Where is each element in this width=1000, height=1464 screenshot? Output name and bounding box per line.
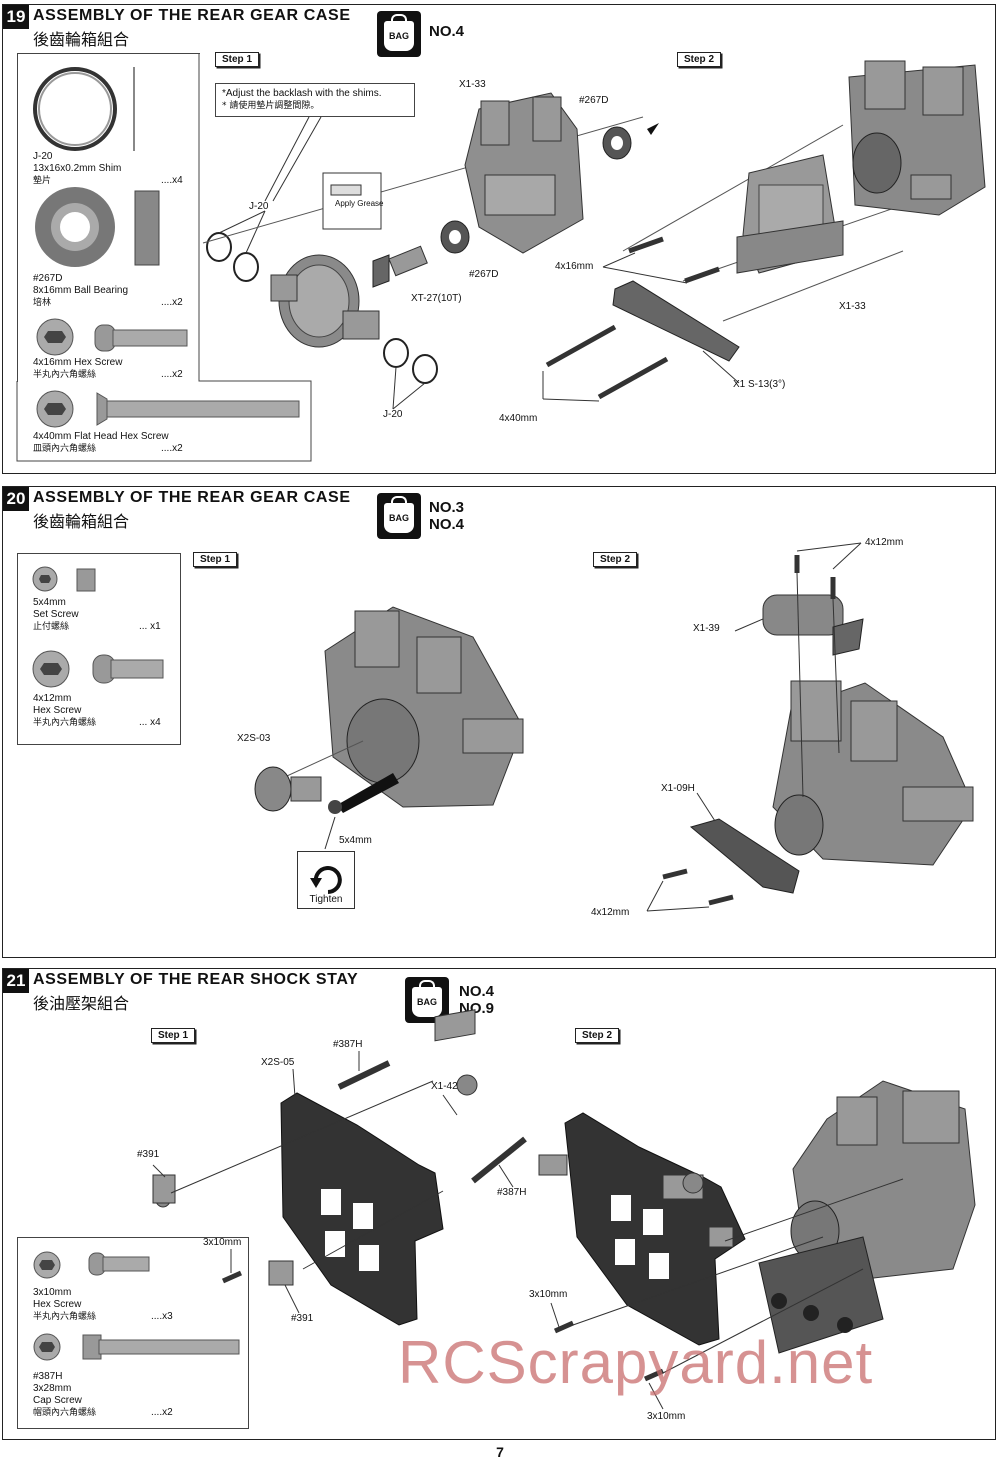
rotate-icon bbox=[310, 866, 342, 894]
label-4x12-bottom: 4x12mm bbox=[591, 907, 630, 918]
label-set-5x4: 5x4mm bbox=[339, 835, 372, 846]
bag-icon: BAG bbox=[377, 493, 421, 539]
label-387h-top: #387H bbox=[333, 1039, 363, 1050]
part-qty: ....x2 bbox=[161, 369, 183, 380]
part-qty: ... x4 bbox=[139, 717, 161, 728]
label-267d-a: #267D bbox=[579, 95, 609, 106]
part-desc: Set Screw bbox=[33, 609, 79, 620]
label-3x10-c: 3x10mm bbox=[647, 1411, 686, 1422]
step-2-label: Step 2 bbox=[677, 52, 722, 67]
label-x133-a: X1-33 bbox=[459, 79, 486, 90]
step1-illustration bbox=[152, 1009, 527, 1326]
parts-illustrations bbox=[32, 566, 164, 688]
page-number: 7 bbox=[496, 1444, 504, 1460]
section-title: ASSEMBLY OF THE REAR GEAR CASE bbox=[33, 7, 351, 24]
part-desc: 13x16x0.2mm Shim bbox=[33, 163, 122, 174]
part-qty: ....x4 bbox=[161, 175, 183, 186]
label-387h-right: #387H bbox=[497, 1187, 527, 1198]
tighten-callout: Tighten bbox=[297, 851, 355, 909]
section-20: 20 ASSEMBLY OF THE REAR GEAR CASE 後齒輪箱組合… bbox=[2, 486, 996, 958]
parts-box-outline bbox=[16, 53, 312, 462]
step-2-label: Step 2 bbox=[593, 552, 638, 567]
label-3x10-b: 3x10mm bbox=[529, 1289, 568, 1300]
section-subtitle: 後齒輪箱組合 bbox=[33, 512, 130, 531]
step-1-label: Step 1 bbox=[193, 552, 238, 567]
part-qty: ....x3 bbox=[151, 1311, 173, 1322]
step-1-label: Step 1 bbox=[151, 1028, 196, 1043]
part-name: 3x10mm bbox=[33, 1287, 72, 1298]
label-x142: X1-42 bbox=[431, 1081, 458, 1092]
part-cn: 皿頭內六角螺絲 bbox=[33, 444, 97, 454]
label-x139: X1-39 bbox=[693, 623, 720, 634]
part-cn: 半丸內六角螺絲 bbox=[33, 1312, 97, 1322]
step2-illustration bbox=[646, 542, 974, 912]
label-267d-b: #267D bbox=[469, 269, 499, 280]
label-screw-4x40: 4x40mm bbox=[499, 413, 538, 424]
part-cn: 帽頭內六角螺絲 bbox=[33, 1408, 97, 1418]
bag-numbers: NO.3 NO.4 bbox=[429, 499, 465, 533]
part-desc: 4x40mm Flat Head Hex Screw bbox=[33, 431, 169, 442]
section-title: ASSEMBLY OF THE REAR SHOCK STAY bbox=[33, 971, 359, 988]
label-j20-top: J-20 bbox=[249, 201, 269, 212]
part-name: 5x4mm bbox=[33, 597, 66, 608]
bag-numbers: NO.4 bbox=[429, 23, 465, 40]
part-cn: 半丸內六角螺絲 bbox=[33, 370, 97, 380]
part-cn: 止付螺絲 bbox=[33, 622, 70, 632]
part-name: 4x12mm bbox=[33, 693, 72, 704]
section-title: ASSEMBLY OF THE REAR GEAR CASE bbox=[33, 489, 351, 506]
part-desc: Hex Screw bbox=[33, 705, 82, 716]
label-j20-bottom: J-20 bbox=[383, 409, 403, 420]
section-subtitle: 後齒輪箱組合 bbox=[33, 30, 130, 49]
label-3x10-a: 3x10mm bbox=[203, 1237, 242, 1248]
label-4x12-top: 4x12mm bbox=[865, 537, 904, 548]
label-x2s03: X2S-03 bbox=[237, 733, 271, 744]
step2-illustration bbox=[538, 1080, 976, 1410]
label-grease: Apply Grease bbox=[335, 199, 384, 208]
label-screw-4x16: 4x16mm bbox=[555, 261, 594, 272]
part-name: #267D bbox=[33, 273, 63, 284]
bag-icon: BAG bbox=[377, 11, 421, 57]
part-qty: ....x2 bbox=[151, 1407, 173, 1418]
section-number: 20 bbox=[3, 487, 29, 511]
part-cn: 墊片 bbox=[33, 176, 52, 186]
label-xt27: XT-27(10T) bbox=[411, 293, 462, 304]
part-desc: 4x16mm Hex Screw bbox=[33, 357, 123, 368]
section-subtitle: 後油壓架組合 bbox=[33, 994, 130, 1013]
part-desc: 3x28mm bbox=[33, 1383, 72, 1394]
parts-illustrations bbox=[33, 67, 300, 428]
section-19: 19 ASSEMBLY OF THE REAR GEAR CASE 後齒輪箱組合… bbox=[2, 4, 996, 474]
parts-illustrations bbox=[33, 1251, 240, 1361]
part-cn: 培林 bbox=[33, 298, 52, 308]
step2-illustration bbox=[542, 60, 986, 402]
section-number: 21 bbox=[3, 969, 29, 993]
label-391-top: #391 bbox=[137, 1149, 160, 1160]
backlash-note: *Adjust the backlash with the shims. * 請… bbox=[215, 83, 415, 117]
part-qty: ....x2 bbox=[161, 443, 183, 454]
part-qty: ... x1 bbox=[139, 621, 161, 632]
step1-illustration bbox=[254, 606, 524, 850]
part-name: J-20 bbox=[33, 151, 53, 162]
part-desc: 8x16mm Ball Bearing bbox=[33, 285, 129, 296]
part-desc-2: Cap Screw bbox=[33, 1395, 82, 1406]
part-desc: Hex Screw bbox=[33, 1299, 82, 1310]
step1-illustration bbox=[202, 92, 659, 410]
section-number: 19 bbox=[3, 5, 29, 29]
watermark: RCScrapyard.net bbox=[398, 1329, 874, 1396]
step-1-label: Step 1 bbox=[215, 52, 260, 67]
label-x1s13: X1 S-13(3°) bbox=[733, 379, 786, 390]
label-x133-b: X1-33 bbox=[839, 301, 866, 312]
label-391-bottom: #391 bbox=[291, 1313, 314, 1324]
part-cn: 半丸內六角螺絲 bbox=[33, 718, 97, 728]
label-x109h: X1-09H bbox=[661, 783, 695, 794]
section-21: 21 ASSEMBLY OF THE REAR SHOCK STAY 後油壓架組… bbox=[2, 968, 996, 1440]
step-2-label: Step 2 bbox=[575, 1028, 620, 1043]
part-name: #387H bbox=[33, 1371, 63, 1382]
label-x2s05: X2S-05 bbox=[261, 1057, 295, 1068]
part-qty: ....x2 bbox=[161, 297, 183, 308]
